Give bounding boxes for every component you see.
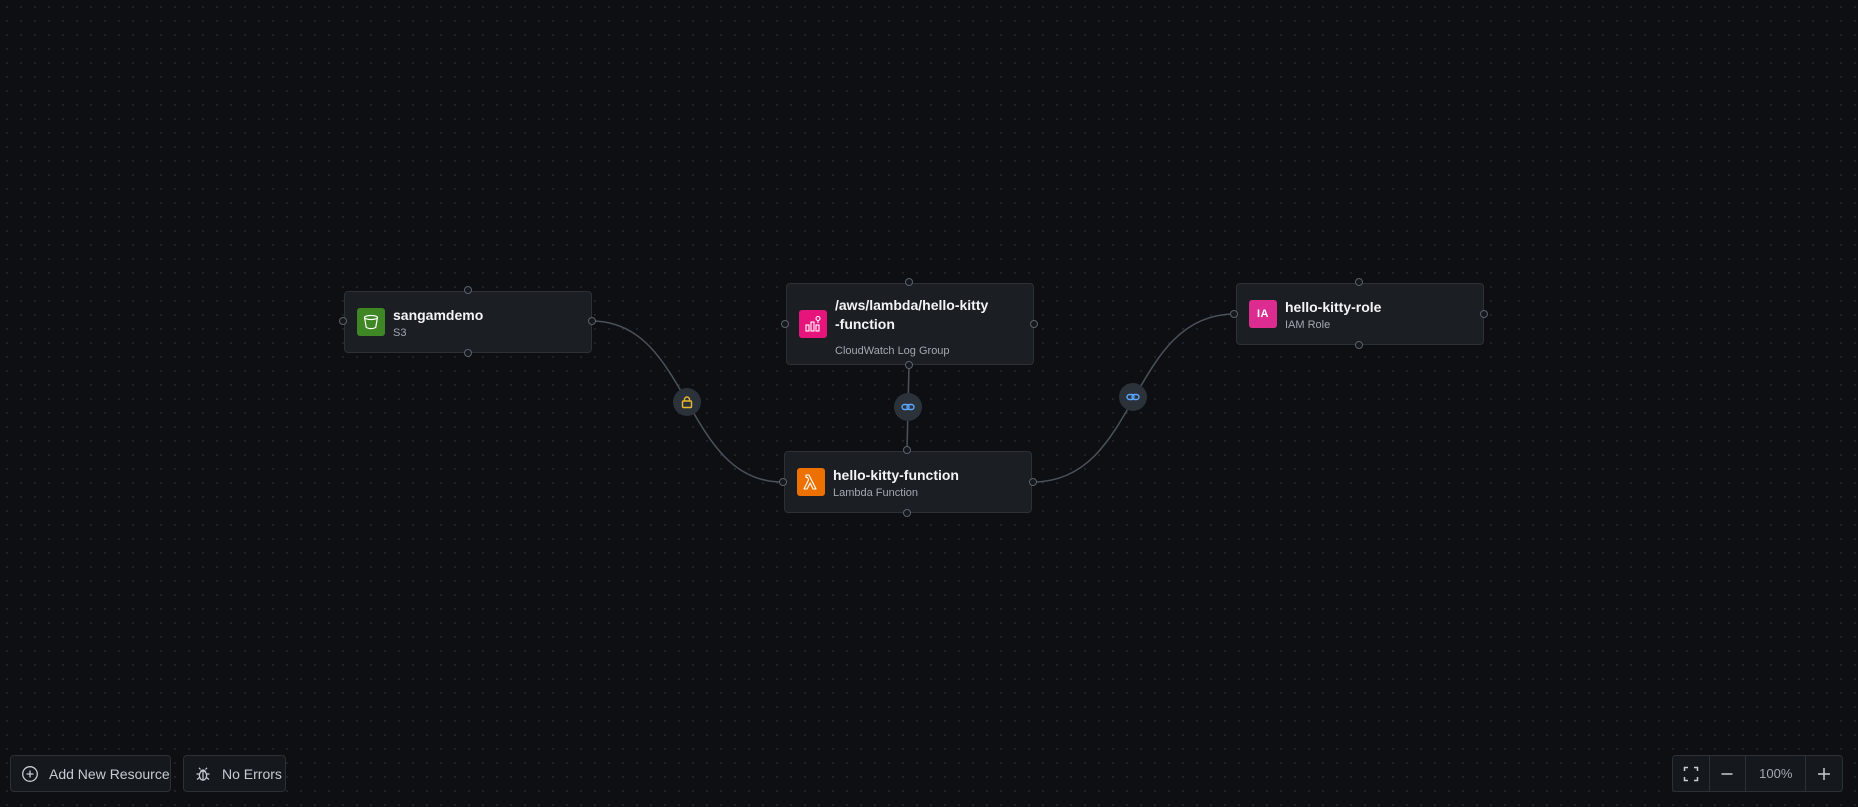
minus-icon — [1721, 772, 1733, 775]
link-icon — [901, 403, 915, 411]
handle-right[interactable] — [1480, 310, 1488, 318]
add-new-resource-button[interactable]: Add New Resource — [10, 755, 171, 792]
node-type-label: Lambda Function — [833, 487, 918, 499]
zoom-out-button[interactable] — [1710, 756, 1747, 791]
zoom-controls: 100% — [1672, 755, 1843, 792]
node-title-line-1: /aws/lambda/hello-kitty — [835, 297, 989, 313]
node-title: /aws/lambda/hello-kitty -function — [835, 296, 1019, 334]
node-type-label: S3 — [393, 327, 407, 339]
zoom-in-button[interactable] — [1806, 756, 1842, 791]
node-title: hello-kitty-function — [833, 467, 959, 483]
node-lambda-function[interactable]: hello-kitty-function Lambda Function — [784, 451, 1032, 513]
handle-bottom[interactable] — [905, 361, 913, 369]
handle-bottom[interactable] — [464, 349, 472, 357]
node-title-line-2: -function — [835, 316, 895, 332]
handle-bottom[interactable] — [903, 509, 911, 517]
link-icon — [1126, 393, 1140, 401]
no-errors-button[interactable]: No Errors — [183, 755, 286, 792]
iam-role-icon: IA — [1249, 300, 1277, 328]
fit-view-icon — [1683, 766, 1699, 781]
lambda-icon — [797, 468, 825, 496]
plus-circle-icon — [21, 765, 39, 783]
plus-icon — [1818, 767, 1831, 780]
node-type-label: IAM Role — [1285, 319, 1331, 331]
node-cloudwatch-log-group[interactable]: /aws/lambda/hello-kitty -function CloudW… — [786, 283, 1034, 365]
add-new-resource-label: Add New Resource — [49, 765, 170, 782]
handle-top[interactable] — [905, 278, 913, 286]
handle-right[interactable] — [1029, 478, 1037, 486]
handle-right[interactable] — [588, 317, 596, 325]
lock-icon — [681, 396, 693, 409]
node-title: hello-kitty-role — [1285, 299, 1382, 315]
handle-bottom[interactable] — [1355, 341, 1363, 349]
iam-icon-text: IA — [1257, 308, 1269, 320]
fit-view-button[interactable] — [1673, 756, 1710, 791]
zoom-level: 100% — [1746, 756, 1807, 791]
node-s3-bucket[interactable]: sangamdemo S3 — [344, 291, 592, 353]
edge-badge-link-loggroup[interactable] — [894, 393, 922, 421]
handle-top[interactable] — [1355, 278, 1363, 286]
node-type-label: CloudWatch Log Group — [835, 345, 950, 357]
handle-left[interactable] — [781, 320, 789, 328]
no-errors-label: No Errors — [222, 765, 282, 782]
cloudwatch-icon — [799, 310, 827, 338]
handle-left[interactable] — [779, 478, 787, 486]
handle-left[interactable] — [1230, 310, 1238, 318]
bug-icon — [194, 765, 212, 783]
node-title: sangamdemo — [393, 307, 484, 323]
edge-badge-link-iam[interactable] — [1119, 383, 1147, 411]
s3-bucket-icon — [357, 308, 385, 336]
handle-left[interactable] — [339, 317, 347, 325]
handle-right[interactable] — [1030, 320, 1038, 328]
edge-badge-lock[interactable] — [673, 388, 701, 416]
node-iam-role[interactable]: IA hello-kitty-role IAM Role — [1236, 283, 1484, 345]
handle-top[interactable] — [464, 286, 472, 294]
handle-top[interactable] — [903, 446, 911, 454]
